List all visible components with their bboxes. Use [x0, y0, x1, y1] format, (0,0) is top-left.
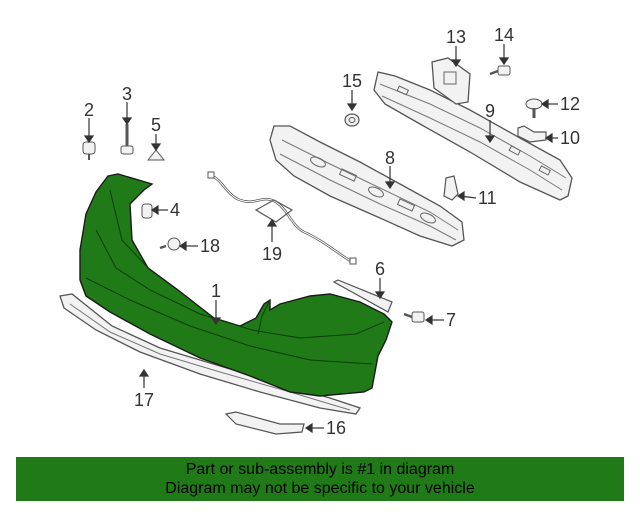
part-3-screw[interactable]	[120, 124, 134, 155]
callout-10[interactable]: 10	[560, 128, 580, 148]
callout-3[interactable]: 3	[122, 84, 132, 104]
callout-6[interactable]: 6	[375, 259, 385, 279]
callout-4[interactable]: 4	[170, 200, 180, 220]
part-7-bolt[interactable]	[403, 311, 425, 323]
callout-11[interactable]: 11	[478, 188, 497, 208]
callout-1[interactable]: 1	[211, 281, 221, 301]
callout-5[interactable]: 5	[151, 115, 161, 135]
callout-9[interactable]: 9	[485, 101, 495, 121]
part-19-wiring-harness[interactable]	[207, 171, 357, 265]
part-10-bracket[interactable]	[517, 125, 547, 143]
part-13-bracket[interactable]	[431, 57, 471, 105]
callout-15[interactable]: 15	[342, 71, 362, 91]
footer-line-2: Diagram may not be specific to your vehi…	[165, 480, 475, 497]
part-5-retainer[interactable]	[146, 149, 166, 161]
part-8-energy-absorber[interactable]	[269, 125, 465, 247]
callout-8[interactable]: 8	[385, 148, 395, 168]
callout-13[interactable]: 13	[446, 27, 466, 47]
footer-line-1: Part or sub-assembly is #1 in diagram	[185, 461, 455, 478]
part-18-bolt[interactable]	[159, 237, 181, 251]
part-4-clip[interactable]	[141, 203, 153, 219]
callout-labels: 2 3 5 4 18 1 6 7 8 9 10 11 12 13 14 15 1…	[84, 25, 580, 438]
part-6-reflector[interactable]	[332, 279, 393, 313]
part-2-push-clip[interactable]	[82, 141, 96, 160]
callout-12[interactable]: 12	[560, 94, 580, 114]
callout-14[interactable]: 14	[494, 25, 514, 45]
part-16-molding[interactable]	[224, 411, 305, 435]
part-9-reinforcement-beam[interactable]	[373, 71, 573, 201]
callout-19[interactable]: 19	[262, 244, 282, 264]
callout-17[interactable]: 17	[134, 390, 154, 410]
part-12-bolt[interactable]	[525, 98, 543, 118]
callout-18[interactable]: 18	[200, 236, 220, 256]
part-1-bumper-cover[interactable]	[79, 173, 393, 397]
part-15-nut[interactable]	[344, 113, 360, 127]
callout-2[interactable]: 2	[84, 100, 94, 120]
bumper-exploded-diagram: 2 3 5 4 18 1 6 7 8 9 10 11 12 13 14 15 1…	[59, 25, 580, 438]
part-11-bracket[interactable]	[443, 175, 459, 201]
callout-16[interactable]: 16	[326, 418, 346, 438]
footer-banner: Part or sub-assembly is #1 in diagram Di…	[16, 457, 624, 501]
part-14-bolt[interactable]	[489, 65, 511, 76]
callout-leaders	[83, 44, 558, 434]
part-17-lower-valance[interactable]	[59, 293, 362, 415]
callout-7[interactable]: 7	[446, 310, 456, 330]
